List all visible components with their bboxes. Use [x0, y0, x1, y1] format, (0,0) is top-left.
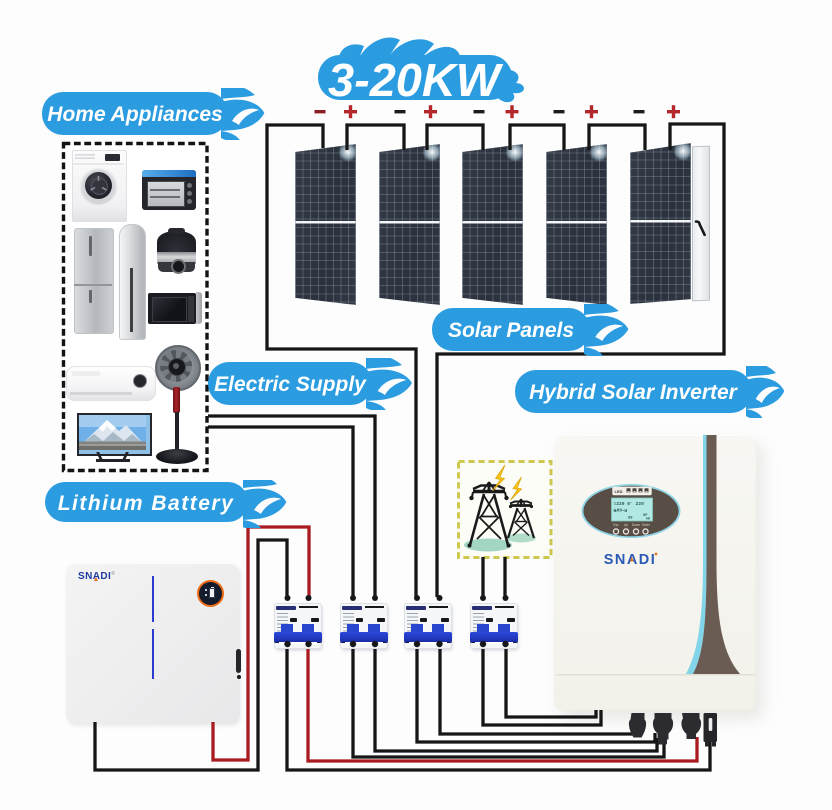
svg-text:Enter: Enter [642, 523, 651, 527]
svg-text:88: 88 [628, 517, 633, 521]
svg-text:Electric Supply: Electric Supply [214, 373, 367, 396]
svg-text:3-20KW: 3-20KW [328, 54, 504, 106]
svg-text:Solar Panels: Solar Panels [448, 319, 574, 342]
svg-text:⎒00—◪: ⎒00—◪ [614, 508, 628, 514]
svg-text:LED: LED [615, 489, 623, 494]
svg-text:Lithium Battery: Lithium Battery [58, 492, 235, 515]
svg-text:Up: Up [624, 523, 628, 527]
svg-text:kW: kW [646, 517, 650, 521]
svg-text:≡220 0ˉ 220: ≡220 0ˉ 220 [614, 501, 645, 507]
svg-text:Home Appliances: Home Appliances [47, 103, 222, 126]
svg-text:SNADI: SNADI [604, 552, 657, 568]
svg-text:Esc: Esc [613, 523, 619, 527]
svg-text:Down: Down [632, 523, 640, 527]
svg-text:0F: 0F [643, 514, 648, 518]
svg-text:Hybrid Solar Inverter: Hybrid Solar Inverter [529, 381, 739, 404]
